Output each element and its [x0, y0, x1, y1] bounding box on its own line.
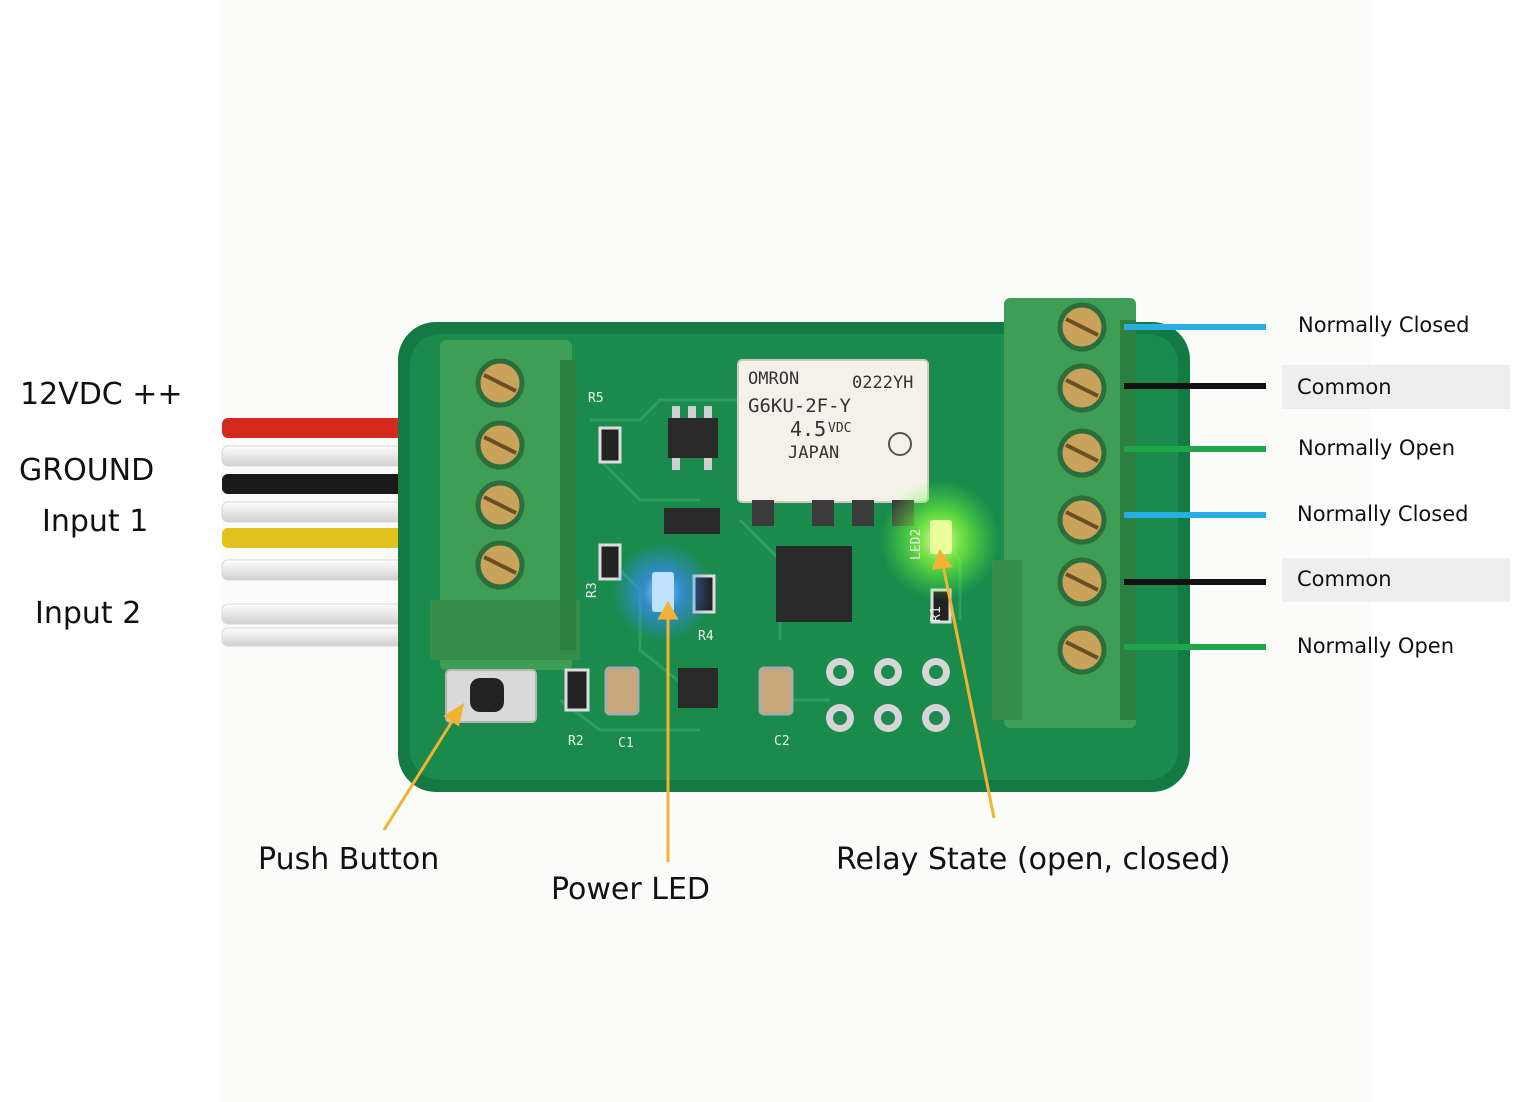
ic-bottom [678, 668, 718, 708]
right-terminal-block [992, 298, 1136, 728]
silk-led2: LED2 [909, 529, 924, 560]
relay: OMRON 0222YH G6KU-2F-Y 4.5 VDC JAPAN [737, 359, 929, 526]
label-normally-closed-1: Normally Closed [1298, 313, 1470, 337]
silk-r4: R4 [698, 629, 714, 644]
label-push-button: Push Button [258, 842, 440, 877]
silk-r2: R2 [568, 734, 584, 749]
wire-yellow [222, 528, 442, 548]
relay-state-led [880, 480, 1000, 600]
relay-voltage: 4.5 [790, 417, 826, 441]
resistor-r5 [598, 426, 622, 464]
push-button [445, 669, 537, 723]
power-led [612, 542, 712, 642]
capacitor-c1 [604, 666, 640, 716]
common-2-pill [1282, 558, 1510, 602]
label-input-1: Input 1 [42, 504, 149, 539]
left-terminal-block [430, 340, 580, 670]
ic-microcontroller [776, 546, 852, 622]
wire-red [222, 418, 442, 438]
label-normally-open-1: Normally Open [1298, 436, 1456, 460]
contact-lines [1124, 324, 1266, 650]
arrow-relay-state [940, 559, 996, 819]
relay-brand: OMRON [748, 369, 799, 389]
capacitor-c2 [758, 666, 794, 716]
label-common-1: Common [1297, 375, 1392, 399]
label-12vdc: 12VDC ++ [20, 377, 183, 412]
label-power-led: Power LED [551, 872, 711, 907]
silk-r3: R3 [585, 582, 600, 598]
relay-origin: JAPAN [788, 443, 839, 463]
relay-unit: VDC [828, 421, 851, 436]
label-ground: GROUND [19, 453, 155, 488]
silk-c2: C2 [774, 734, 790, 749]
label-normally-open-2: Normally Open [1297, 634, 1455, 658]
input-wires [221, 418, 443, 647]
common-1-pill [1282, 365, 1510, 409]
label-normally-closed-2: Normally Closed [1297, 502, 1469, 526]
arrow-relay-state-head-icon [931, 548, 953, 570]
silk-c1: C1 [618, 736, 634, 751]
csa-mark-icon [888, 432, 912, 456]
silk-r1: R1 [929, 606, 944, 622]
arrow-power-led-head-icon [657, 600, 679, 620]
ic-regulator [664, 508, 720, 534]
label-common-2: Common [1297, 567, 1392, 591]
label-input-2: Input 2 [35, 596, 142, 631]
label-relay-state: Relay State (open, closed) [836, 842, 1231, 877]
resistor-r2 [564, 668, 590, 712]
relay-model: G6KU-2F-Y [748, 395, 852, 417]
callout-arrows [382, 548, 996, 862]
relay-code: 0222YH [852, 373, 913, 393]
arrow-push-button-head-icon [443, 702, 465, 727]
silk-r5: R5 [588, 391, 604, 406]
arrow-push-button [382, 711, 460, 831]
wire-black [222, 474, 442, 494]
ic-top [668, 418, 718, 458]
resistor-r3 [598, 543, 622, 581]
